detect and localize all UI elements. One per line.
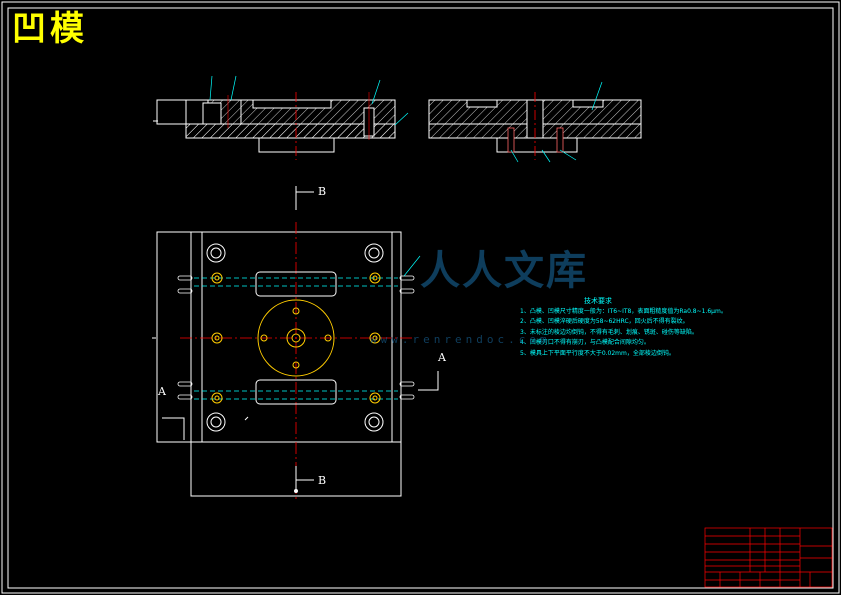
note-item: 3、未标注的棱边均倒钝，不得有毛刺、划痕、锈斑、碰伤等缺陷。 — [520, 328, 698, 336]
note-item: 5、模具上下平面平行度不大于0.02mm，全部棱边倒钝。 — [520, 349, 675, 357]
plan-view — [152, 186, 439, 500]
section-label-a-right: A — [438, 351, 446, 364]
note-item: 2、凸模、凹模淬硬后硬度为58~62HRC，回火后不得有裂纹。 — [520, 318, 689, 326]
section-label-b-top: B — [318, 185, 327, 198]
title-block — [704, 527, 833, 588]
front-section-view — [153, 75, 409, 160]
watermark-url: www.renrendoc.com — [370, 333, 551, 346]
note-item: 4、凹模刃口不得有崩刃，与凸模配合间隙均匀。 — [520, 339, 650, 347]
section-label-b-bottom: B — [318, 474, 327, 487]
note-item: 1、凸模、凹模尺寸精度一般为：IT6~IT8，表面粗糙度值为Ra0.8~1.6μ… — [520, 308, 727, 315]
inner-frame — [7, 7, 834, 589]
section-label-a-left: A — [158, 385, 166, 398]
technical-requirements: 1、凸模、凹模尺寸精度一般为：IT6~IT8，表面粗糙度值为Ra0.8~1.6μ… — [520, 307, 727, 359]
watermark-logo: 人人文库 — [420, 248, 588, 294]
drawing-title: 凹模 — [12, 9, 88, 49]
technical-requirements-heading: 技术要求 — [584, 297, 612, 305]
side-section-view — [428, 81, 642, 163]
